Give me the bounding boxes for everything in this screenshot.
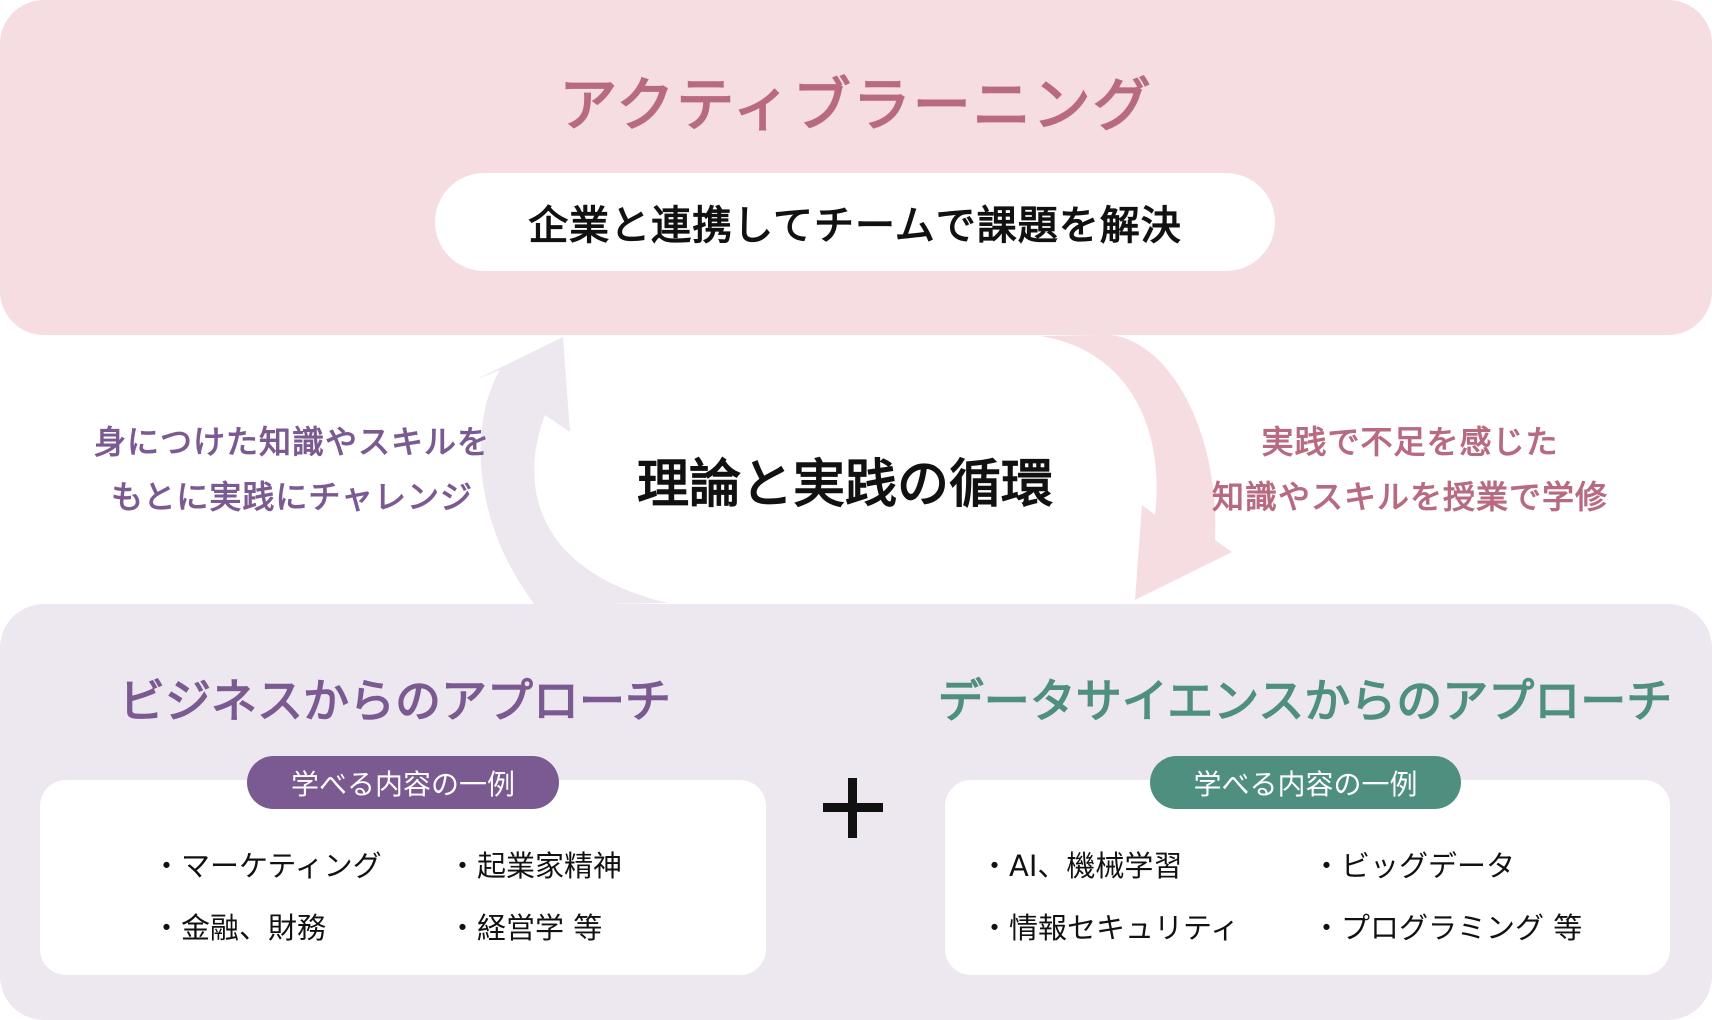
- title: アクティブラーニング: [559, 71, 1153, 139]
- datascience-box: [945, 780, 1670, 975]
- active-learning-panel: [0, 0, 1712, 335]
- datascience-heading: データサイエンスからのアプローチ: [937, 674, 1673, 728]
- right-cycle-text: 実践で不足を感じた 知識やスキルを授業で学修: [1160, 415, 1660, 525]
- right-line: 実践で不足を感じた: [1261, 423, 1559, 461]
- datascience-badge: 学べる内容の一例: [1150, 756, 1461, 809]
- list-item: ・AI、機械学習: [980, 849, 1183, 883]
- right-line: 知識やスキルを授業で学修: [1211, 478, 1608, 516]
- list-item: ・金融、財務: [152, 911, 327, 945]
- left-line: 身につけた知識やスキルを: [93, 423, 490, 461]
- right-down-arrow: [1040, 334, 1232, 600]
- business-box: [40, 780, 766, 975]
- plus-icon: [823, 778, 883, 838]
- business-heading: ビジネスからのアプローチ: [119, 674, 671, 728]
- list-item: ・起業家精神: [448, 849, 623, 883]
- list-item: ・マーケティング: [152, 849, 382, 883]
- subtitle-pill: 企業と連携してチームで課題を解決: [435, 173, 1275, 271]
- list-item: ・経営学 等: [448, 911, 603, 945]
- list-item: ・プログラミング 等: [1312, 911, 1583, 945]
- cycle-label: 理論と実践の循環: [636, 455, 1053, 515]
- list-item: ・情報セキュリティ: [980, 911, 1240, 945]
- left-up-arrow: [475, 337, 668, 605]
- business-badge: 学べる内容の一例: [247, 756, 559, 809]
- left-line: もとに実践にチャレンジ: [110, 478, 474, 516]
- left-cycle-text: 身につけた知識やスキルを もとに実践にチャレンジ: [40, 415, 544, 525]
- list-item: ・ビッグデータ: [1312, 849, 1516, 883]
